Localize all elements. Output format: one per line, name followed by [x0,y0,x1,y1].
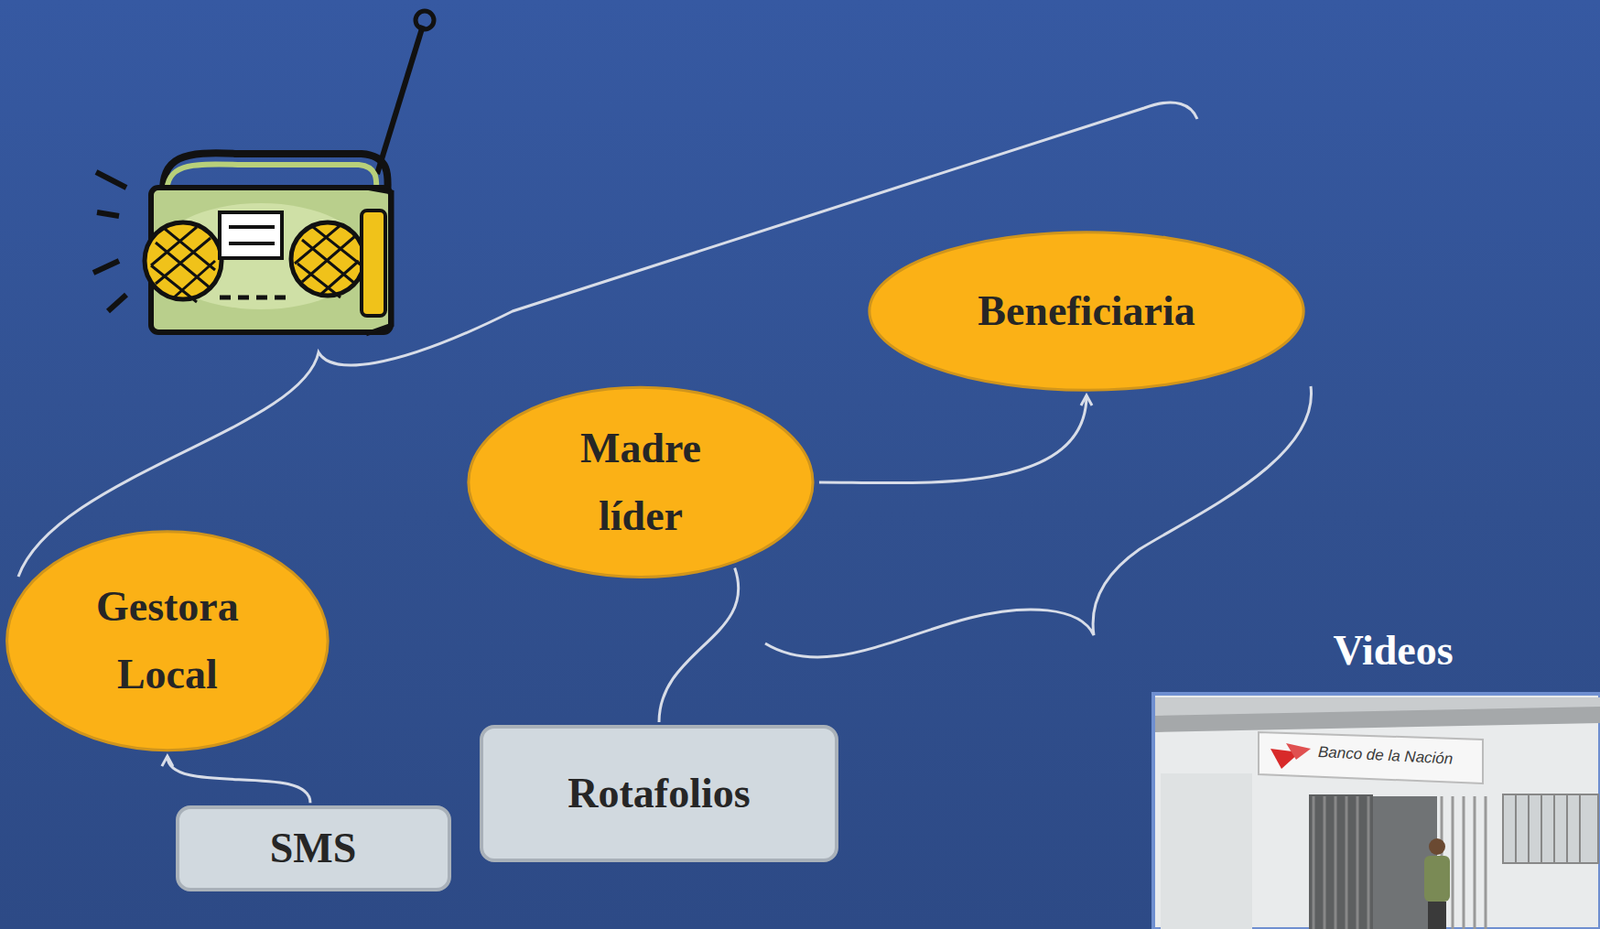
connector-curve [167,756,311,803]
ellipse-outline [464,384,817,581]
text-wrap: Madre líder [540,414,742,550]
connector-curve [659,567,739,723]
radio-illustration [93,10,434,335]
material-box: Rotafolios [479,724,839,863]
manager-ellipse: Gestora Local [3,528,332,754]
bank-photo [1153,693,1600,929]
connector-curve [819,395,1087,484]
node-label: Rotafolios [567,759,750,828]
beneficiary-ellipse: Beneficiaria [864,229,1309,393]
ellipse-fill [7,531,329,751]
text-wrap: Beneficiaria [977,277,1196,346]
leader-ellipse: Madre líder [464,384,817,581]
ellipse-fill [869,232,1304,391]
text-wrap: SMS [270,814,357,883]
brace-curve [765,386,1312,658]
ellipse-fill [468,387,813,577]
node-label: Beneficiaria [977,277,1196,346]
node-label: Madre líder [540,414,742,550]
node-label: Gestora Local [57,572,278,708]
node-label: SMS [270,814,357,883]
ellipse-outline [3,528,332,754]
text-wrap: Rotafolios [567,759,750,828]
sms-box: SMS [175,805,452,892]
text-wrap: Gestora Local [57,572,278,708]
media-label: Videos [1332,626,1453,675]
